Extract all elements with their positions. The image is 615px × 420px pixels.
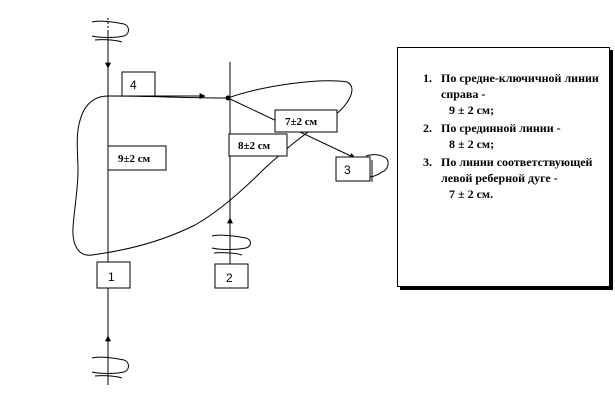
callout-2-label: 2 xyxy=(226,271,233,285)
callout-4-label: 4 xyxy=(130,78,137,92)
legend-item-1: По средне-ключичной линии справа - 9 ± 2… xyxy=(435,70,601,118)
callout-1: 1 xyxy=(96,261,131,289)
callout-3-label: 3 xyxy=(344,163,351,177)
liver-outline xyxy=(72,80,353,256)
legend-item-1-text: По средне-ключичной линии справа - xyxy=(441,71,599,101)
measurement-box-2: 8±2 см xyxy=(228,133,288,157)
measurement-2-text: 8±2 см xyxy=(238,140,271,152)
callout-1-label: 1 xyxy=(108,270,115,284)
legend-item-2: По срединной линии - 8 ± 2 см; xyxy=(435,120,601,152)
legend-item-2-text: По срединной линии - xyxy=(441,121,561,135)
finger-icon-top-1 xyxy=(91,18,129,44)
legend-item-1-value: 9 ± 2 см; xyxy=(449,103,495,117)
measurement-box-1: 9±2 см xyxy=(107,145,167,171)
callout-2: 2 xyxy=(214,263,249,289)
legend-box: По средне-ключичной линии справа - 9 ± 2… xyxy=(397,47,610,287)
legend-item-3-text: По линии соответствующей левой реберной … xyxy=(441,155,593,185)
finger-icon-3 xyxy=(365,154,389,182)
legend-item-3: По линии соответствующей левой реберной … xyxy=(435,154,601,202)
legend-list: По средне-ключичной линии справа - 9 ± 2… xyxy=(398,48,609,202)
legend-item-3-value: 7 ± 2 см. xyxy=(449,187,494,201)
callout-3: 3 xyxy=(335,156,371,182)
legend-item-2-value: 8 ± 2 см; xyxy=(449,137,495,151)
measurement-box-3: 7±2 см xyxy=(274,109,338,133)
finger-icon-bottom-1 xyxy=(91,356,129,379)
finger-icon-mid-2 xyxy=(211,234,251,256)
measurement-3-text: 7±2 см xyxy=(285,116,318,128)
callout-4: 4 xyxy=(121,71,156,97)
measurement-1-text: 9±2 см xyxy=(118,153,151,165)
